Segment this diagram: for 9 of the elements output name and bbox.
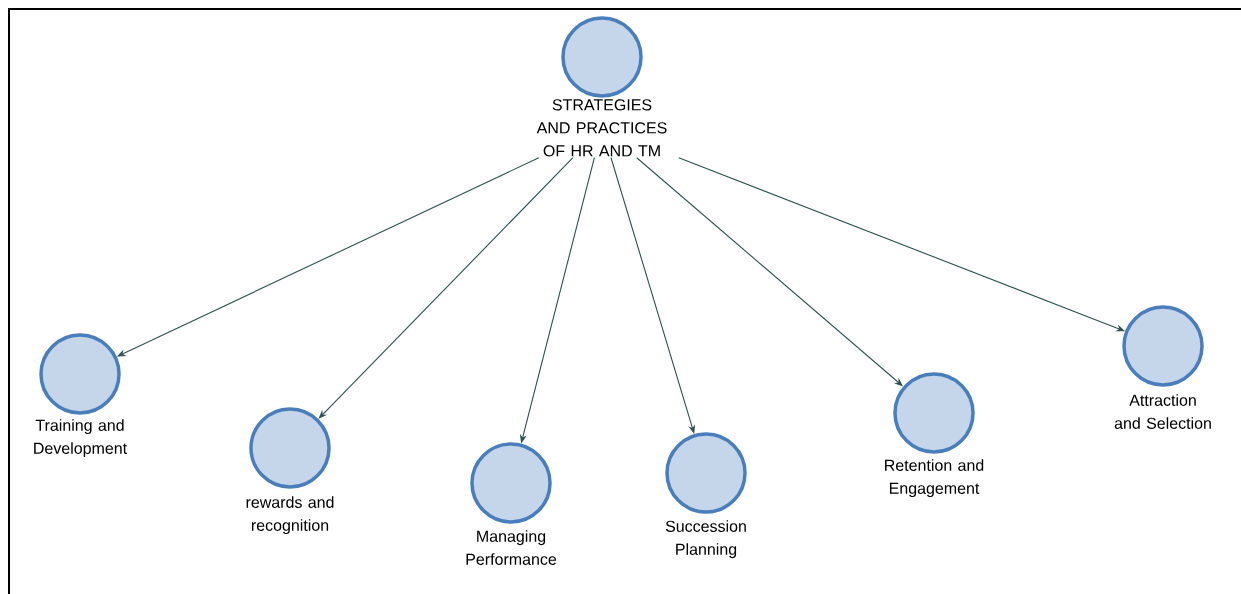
node-label: Retention and Engagement: [885, 459, 984, 498]
node-label: Training and Development: [34, 419, 127, 458]
node-label: Succession Planning: [665, 520, 746, 559]
arrow: [318, 157, 574, 419]
node-label: Attraction and Selection: [1114, 394, 1211, 429]
node-label: Managing Performance: [466, 530, 557, 565]
node-label: rewards and recognition: [246, 496, 334, 535]
arrow: [610, 157, 696, 434]
node-label: STRATEGIES AND PRACTICES OF HR AND TM: [536, 99, 667, 157]
